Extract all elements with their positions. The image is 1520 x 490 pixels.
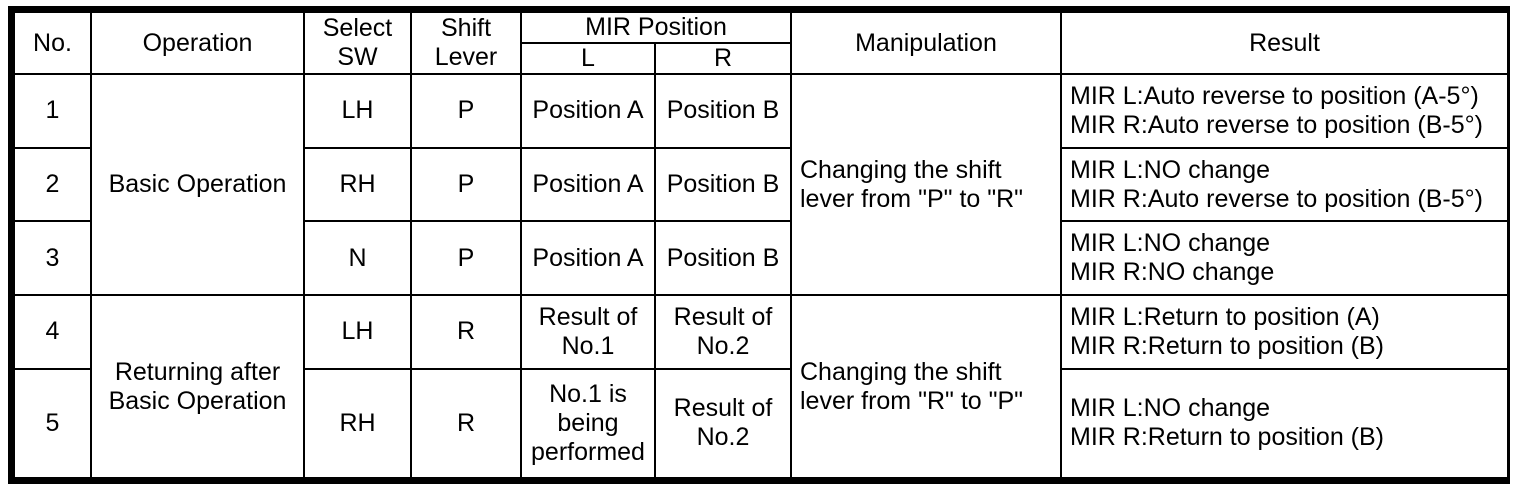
cell-mir-r: Position B bbox=[654, 220, 792, 297]
cell-result: MIR L:NO change MIR R:NO change bbox=[1060, 220, 1509, 297]
header-mir-l: L bbox=[520, 42, 656, 75]
cell-mir-r: Result of No.2 bbox=[654, 367, 792, 480]
cell-select-sw: RH bbox=[303, 367, 412, 480]
header-manipulation: Manipulation bbox=[790, 11, 1062, 75]
table-row: 4 Returning after Basic Operation LH R R… bbox=[13, 294, 1509, 479]
mir-operation-table: No. Operation Select SW Shift Lever MIR … bbox=[13, 11, 1509, 480]
cell-shift-lever: R bbox=[410, 294, 522, 370]
cell-mir-l: Position A bbox=[520, 146, 656, 223]
cell-shift-lever: P bbox=[410, 73, 522, 149]
header-row-main: No. Operation Select SW Shift Lever MIR … bbox=[13, 11, 1509, 75]
cell-mir-r: Result of No.2 bbox=[654, 294, 792, 370]
cell-select-sw: LH bbox=[303, 294, 412, 370]
cell-mir-r: Position B bbox=[654, 73, 792, 149]
header-no: No. bbox=[13, 11, 92, 75]
header-shift-lever: Shift Lever bbox=[410, 11, 522, 75]
header-select-sw: Select SW bbox=[303, 11, 412, 75]
table-row: 1 Basic Operation LH P Position A Positi… bbox=[13, 72, 1509, 297]
cell-mir-l: No.1 is being performed bbox=[520, 367, 656, 480]
cell-mir-l: Position A bbox=[520, 220, 656, 297]
cell-result: MIR L:Return to position (A) MIR R:Retur… bbox=[1060, 294, 1509, 370]
cell-operation: Basic Operation bbox=[90, 72, 305, 297]
header-row-sub: L R bbox=[14, 42, 1508, 75]
header-mir-r: R bbox=[654, 42, 792, 75]
cell-select-sw: N bbox=[303, 220, 412, 297]
cell-shift-lever: P bbox=[410, 220, 522, 297]
cell-select-sw: RH bbox=[303, 146, 412, 223]
spec-table-container: No. Operation Select SW Shift Lever MIR … bbox=[8, 6, 1510, 484]
cell-result: MIR L:NO change MIR R:Auto reverse to po… bbox=[1060, 146, 1509, 223]
table-row: 3 N P Position A Position B MIR L:NO cha… bbox=[13, 220, 1509, 297]
cell-shift-lever: R bbox=[410, 367, 522, 480]
table-row: 2 RH P Position A Position B MIR L:NO ch… bbox=[13, 146, 1509, 223]
table-body: 1 Basic Operation LH P Position A Positi… bbox=[13, 72, 1509, 480]
table-header: No. Operation Select SW Shift Lever MIR … bbox=[13, 11, 1509, 75]
cell-no: 1 bbox=[13, 73, 92, 149]
cell-shift-lever: P bbox=[410, 146, 522, 223]
cell-no: 5 bbox=[13, 367, 92, 480]
cell-mir-l: Result of No.1 bbox=[520, 294, 656, 370]
cell-no: 4 bbox=[13, 294, 92, 370]
cell-operation: Returning after Basic Operation bbox=[90, 294, 305, 479]
cell-no: 2 bbox=[13, 146, 92, 223]
header-mir-position: MIR Position bbox=[520, 11, 792, 44]
cell-mir-l: Position A bbox=[520, 73, 656, 149]
cell-result: MIR L:Auto reverse to position (A-5°) MI… bbox=[1060, 73, 1509, 149]
cell-manipulation: Changing the shift lever from "P" to "R" bbox=[790, 72, 1062, 297]
table-row: 5 RH R No.1 is being performed Result of… bbox=[13, 367, 1509, 480]
cell-mir-r: Position B bbox=[654, 146, 792, 223]
cell-no: 3 bbox=[13, 220, 92, 297]
cell-manipulation: Changing the shift lever from "R" to "P" bbox=[790, 294, 1062, 479]
cell-result: MIR L:NO change MIR R:Return to position… bbox=[1060, 367, 1509, 480]
header-result: Result bbox=[1060, 11, 1509, 75]
header-operation: Operation bbox=[90, 11, 305, 75]
cell-select-sw: LH bbox=[303, 73, 412, 149]
